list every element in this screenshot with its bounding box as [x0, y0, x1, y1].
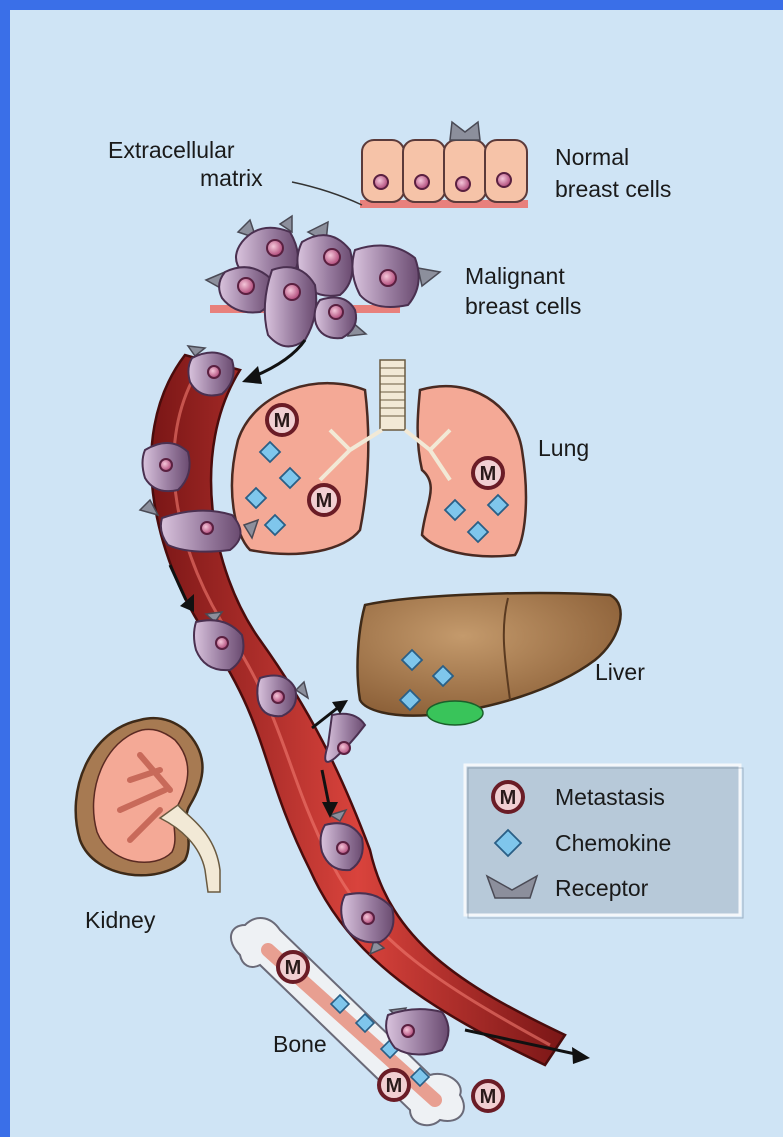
normal-cell	[403, 140, 445, 202]
legend-item-metastasis: M Metastasis	[493, 782, 665, 812]
malignant-breast-cells	[206, 216, 440, 384]
kidney	[76, 718, 220, 892]
legend-label-receptor: Receptor	[555, 875, 649, 901]
label-kidney: Kidney	[85, 907, 156, 933]
label-liver: Liver	[595, 659, 645, 685]
metastasis-letter: M	[274, 410, 291, 432]
metastasis-letter: M	[316, 490, 333, 512]
label-malignant: Malignant	[465, 263, 565, 289]
liver	[358, 593, 621, 725]
matrix-pointer-line	[292, 182, 362, 205]
gallbladder	[427, 701, 483, 725]
normal-cell	[485, 140, 527, 202]
normal-cell	[362, 140, 404, 202]
legend: M Metastasis Chemokine Receptor	[465, 765, 743, 918]
metastasis-diagram: M M M M M M Extracellular matrix Normal …	[10, 10, 783, 1147]
arrow-head	[242, 366, 262, 384]
metastasis-letter: M	[480, 1086, 497, 1108]
normal-cell	[444, 140, 486, 202]
legend-label-metastasis: Metastasis	[555, 784, 665, 810]
label-bone: Bone	[273, 1031, 327, 1057]
label-breast-cells-malignant: breast cells	[465, 293, 581, 319]
label-extracellular: Extracellular	[108, 137, 235, 163]
label-normal: Normal	[555, 144, 629, 170]
trachea	[380, 360, 405, 430]
label-breast-cells-normal: breast cells	[555, 176, 671, 202]
label-matrix: matrix	[200, 165, 263, 191]
metastasis-letter: M	[480, 463, 497, 485]
legend-label-chemokine: Chemokine	[555, 830, 671, 856]
label-lung: Lung	[538, 435, 589, 461]
receptor-icon	[450, 122, 480, 140]
normal-breast-cells	[292, 122, 528, 208]
legend-metastasis-symbol: M	[500, 787, 517, 809]
metastasis-letter: M	[386, 1075, 403, 1097]
lung	[232, 360, 526, 556]
metastasis-letter: M	[285, 957, 302, 979]
